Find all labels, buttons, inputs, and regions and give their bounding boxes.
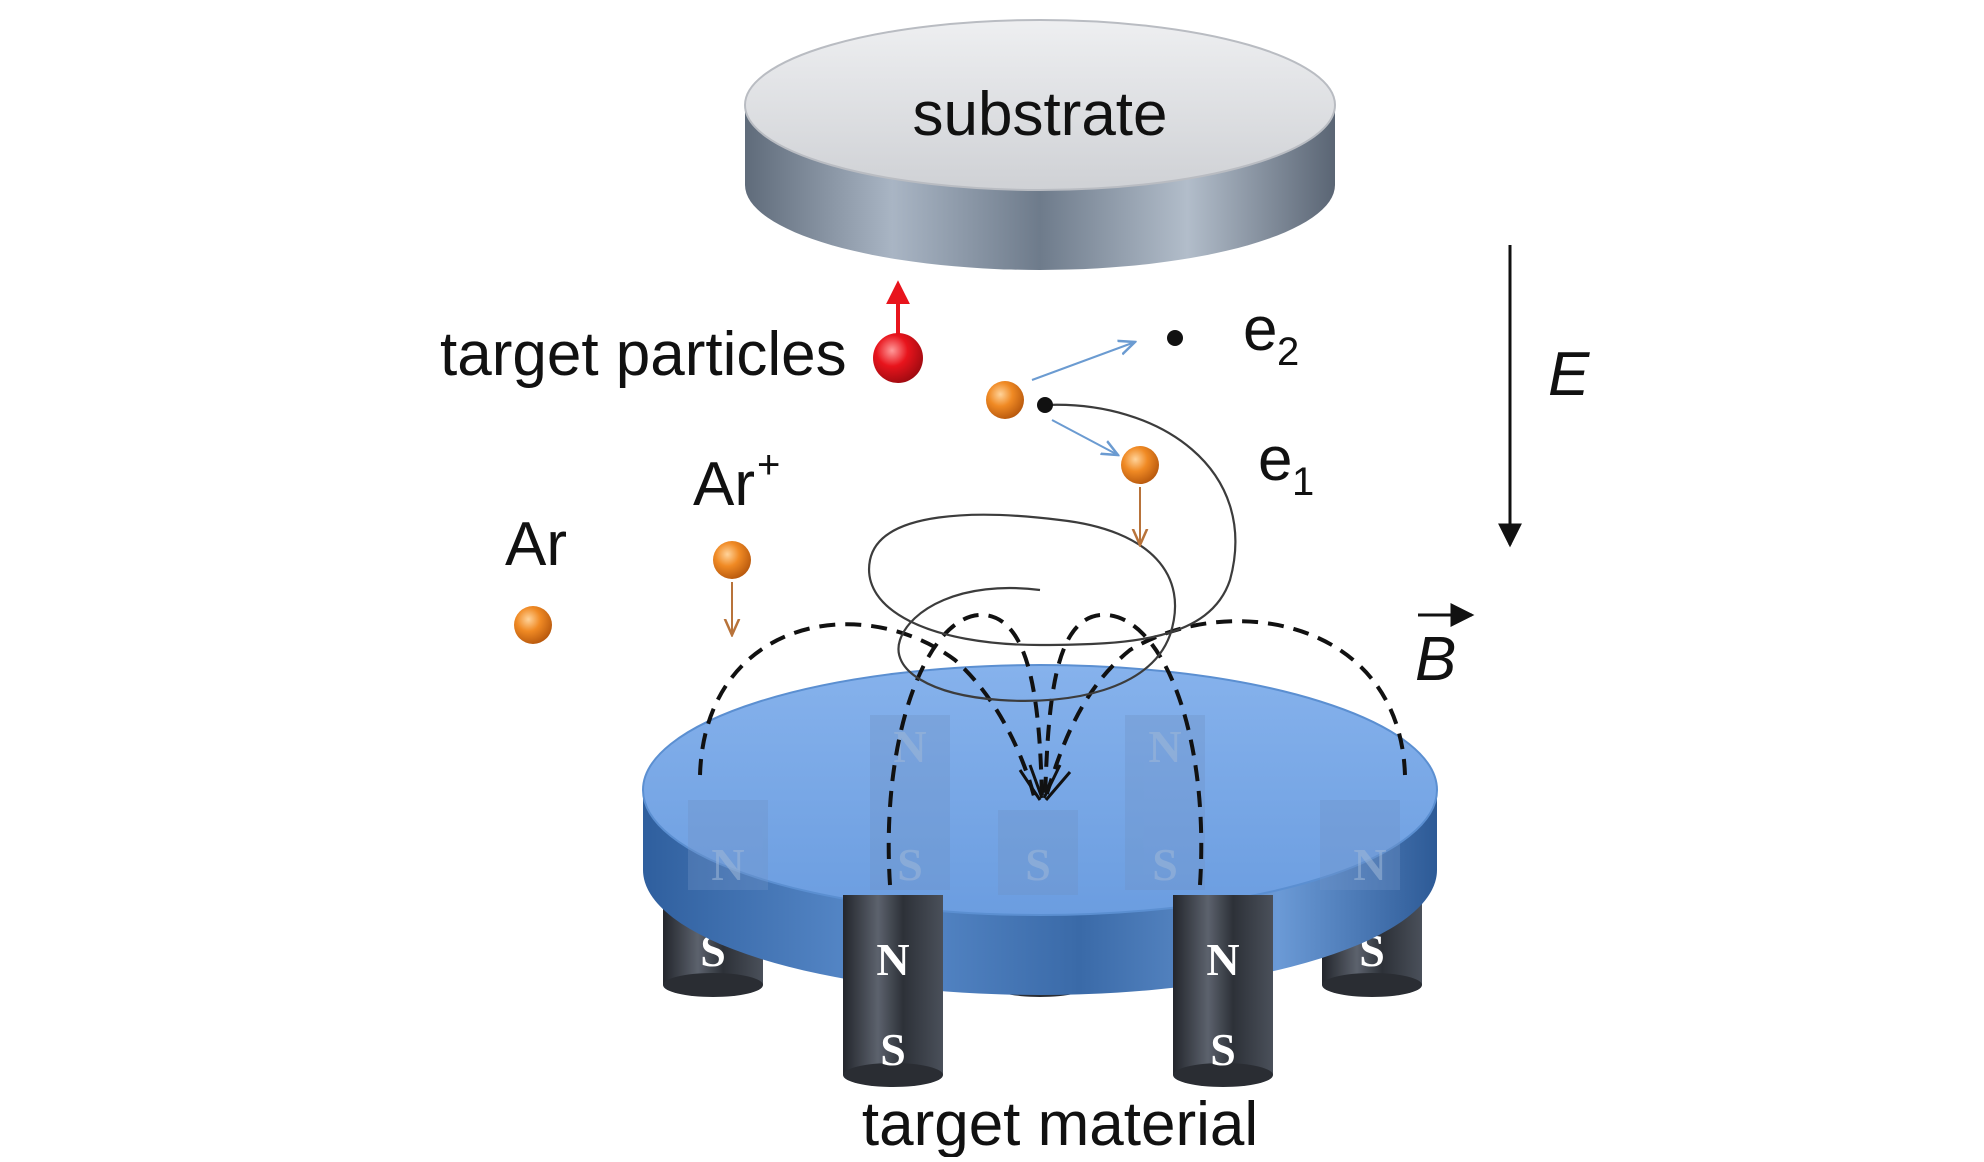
ghost-pole-n: N <box>711 839 744 890</box>
ghost-pole-s: S <box>1025 839 1051 890</box>
e2-label-sub: 2 <box>1277 330 1299 374</box>
magnet-pole-n: N <box>876 934 909 985</box>
magnetic-field-vector: B <box>1415 603 1475 694</box>
electron-trajectory <box>867 403 1237 702</box>
ghost-pole-s: S <box>897 839 923 890</box>
magnet-front-left: N S <box>843 895 943 1087</box>
electric-field-arrow: E <box>1498 245 1590 548</box>
ionizing-argon <box>986 330 1183 455</box>
e1-label-base: e <box>1258 425 1292 494</box>
e1-label: e 1 <box>1258 425 1314 504</box>
e1-label-sub: 1 <box>1292 460 1314 504</box>
field-convergence-arrows <box>1018 764 1072 801</box>
argon-atom <box>514 606 552 644</box>
argon-label: Ar <box>505 510 567 579</box>
electric-field-label: E <box>1548 340 1590 409</box>
target-material-label: target material <box>862 1090 1258 1157</box>
magnet-pole-n: N <box>1206 934 1239 985</box>
embedded-magnets <box>688 715 1400 895</box>
magnetic-field-label: B <box>1415 625 1456 694</box>
magnet-pole-s: S <box>880 1024 906 1075</box>
substrate-label: substrate <box>912 80 1167 149</box>
target-particles-label: target particles <box>440 320 847 389</box>
substrate-disc: substrate <box>744 19 1336 270</box>
ghost-pole-n: N <box>1148 721 1181 772</box>
electron-e1 <box>1037 397 1053 413</box>
magnet-pole-s: S <box>1210 1024 1236 1075</box>
ghost-pole-n: N <box>1353 839 1386 890</box>
target-plate: N N S S N S N <box>642 664 1438 995</box>
argon-ion-label-charge: + <box>757 443 780 487</box>
target-particle <box>873 280 923 383</box>
argon-ion <box>713 541 751 635</box>
e2-label: e 2 <box>1243 295 1299 374</box>
magnet-front-right: N S <box>1173 895 1273 1087</box>
argon-ion-label: Ar + <box>693 443 780 519</box>
argon-ion-label-base: Ar <box>693 450 755 519</box>
e2-label-base: e <box>1243 295 1277 364</box>
ghost-pole-s: S <box>1152 839 1178 890</box>
electron-e2 <box>1167 330 1183 346</box>
argon-ion-right <box>1121 446 1159 545</box>
